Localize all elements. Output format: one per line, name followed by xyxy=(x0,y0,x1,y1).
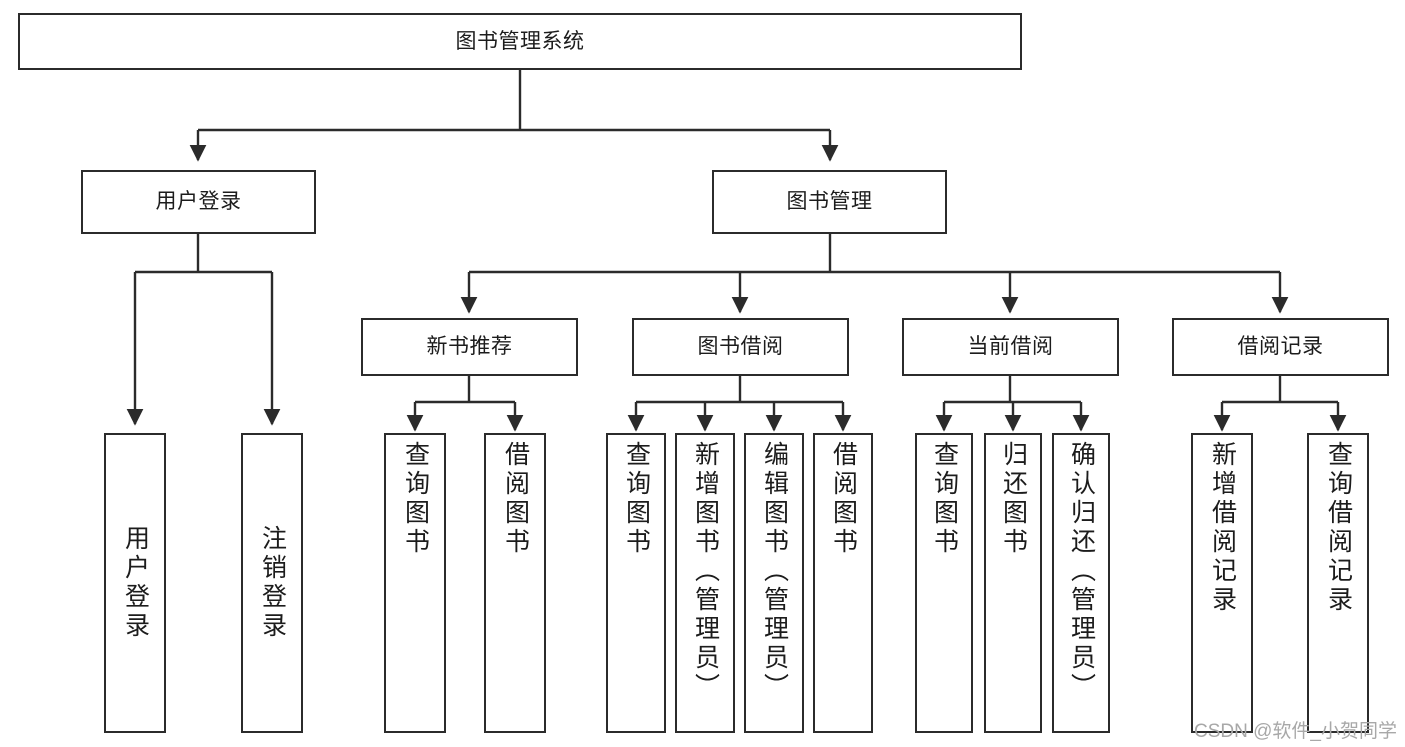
node-label: 新增图书（管理员） xyxy=(691,441,720,702)
node-label: 查询借阅记录 xyxy=(1324,441,1353,615)
node-label: 注销登录 xyxy=(258,525,287,641)
node-label: 借阅图书 xyxy=(501,441,530,557)
node-label: 用户登录 xyxy=(155,190,242,214)
node-book-management[interactable]: 图书管理 xyxy=(712,170,947,234)
leaf-borrow-record-query[interactable]: 查询借阅记录 xyxy=(1307,433,1369,733)
node-label: 归还图书 xyxy=(999,441,1028,557)
node-label: 确认归还（管理员） xyxy=(1067,441,1096,702)
leaf-user-login-login[interactable]: 用户登录 xyxy=(104,433,166,733)
node-label: 图书管理系统 xyxy=(455,29,585,53)
node-label: 新增借阅记录 xyxy=(1208,441,1237,615)
leaf-borrow-record-add[interactable]: 新增借阅记录 xyxy=(1191,433,1253,733)
node-label: 当前借阅 xyxy=(967,335,1054,359)
node-label: 用户登录 xyxy=(121,525,150,641)
leaf-book-borrow-borrow[interactable]: 借阅图书 xyxy=(813,433,873,733)
leaf-user-login-logout[interactable]: 注销登录 xyxy=(241,433,303,733)
csdn-watermark: CSDN @软件_小贺同学 xyxy=(1194,721,1397,742)
node-label: 图书借阅 xyxy=(697,335,784,359)
node-label: 新书推荐 xyxy=(426,335,513,359)
node-label: 借阅记录 xyxy=(1237,335,1324,359)
node-root-system[interactable]: 图书管理系统 xyxy=(18,13,1022,70)
node-new-book-recommend[interactable]: 新书推荐 xyxy=(361,318,578,376)
node-label: 查询图书 xyxy=(930,441,959,557)
node-current-borrow[interactable]: 当前借阅 xyxy=(902,318,1119,376)
node-label: 图书管理 xyxy=(786,190,873,214)
leaf-book-borrow-query[interactable]: 查询图书 xyxy=(606,433,666,733)
node-book-borrow[interactable]: 图书借阅 xyxy=(632,318,849,376)
leaf-book-borrow-edit[interactable]: 编辑图书（管理员） xyxy=(744,433,804,733)
node-label: 借阅图书 xyxy=(829,441,858,557)
node-label: 查询图书 xyxy=(622,441,651,557)
node-user-login[interactable]: 用户登录 xyxy=(81,170,316,234)
leaf-current-borrow-query[interactable]: 查询图书 xyxy=(915,433,973,733)
node-label: 编辑图书（管理员） xyxy=(760,441,789,702)
leaf-current-borrow-confirm-return[interactable]: 确认归还（管理员） xyxy=(1052,433,1110,733)
leaf-new-book-query[interactable]: 查询图书 xyxy=(384,433,446,733)
leaf-new-book-borrow[interactable]: 借阅图书 xyxy=(484,433,546,733)
leaf-book-borrow-add[interactable]: 新增图书（管理员） xyxy=(675,433,735,733)
leaf-current-borrow-return[interactable]: 归还图书 xyxy=(984,433,1042,733)
node-label: 查询图书 xyxy=(401,441,430,557)
node-borrow-record[interactable]: 借阅记录 xyxy=(1172,318,1389,376)
